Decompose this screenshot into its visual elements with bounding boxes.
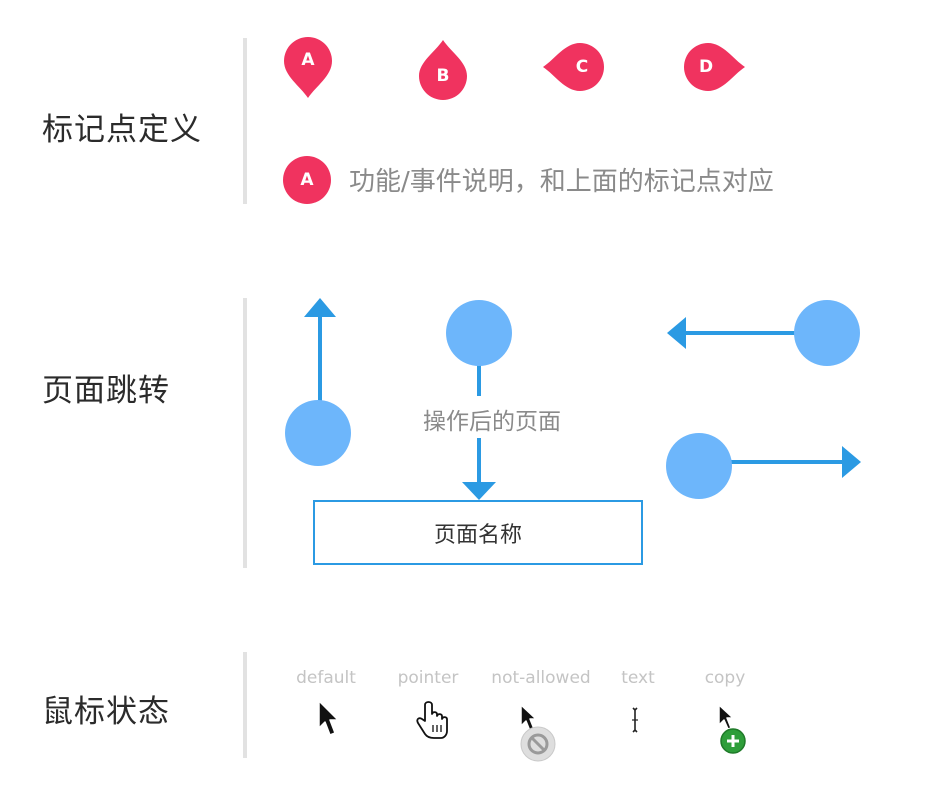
- cursor-label-copy: copy: [704, 668, 746, 688]
- not-allowed-cursor-icon: [520, 704, 556, 762]
- marker-a-shape: [284, 37, 332, 98]
- default-cursor-icon: [318, 700, 339, 736]
- marker-b-shape: [419, 40, 467, 100]
- cursor-label-text: text: [621, 668, 655, 688]
- description-marker-shape: [283, 156, 331, 204]
- after-operation-label: 操作后的页面: [423, 409, 561, 435]
- text-cursor-icon: [632, 707, 638, 733]
- page-name-box: 页面名称: [313, 500, 643, 565]
- marker-a-label: A: [301, 50, 315, 70]
- marker-c-shape: [543, 43, 604, 91]
- circle-lower-right: [666, 433, 732, 499]
- copy-cursor-icon: [718, 704, 746, 754]
- circle-top-center: [446, 300, 512, 366]
- divider-page-jump: [243, 298, 247, 568]
- section-title-mouse-state: 鼠标状态: [42, 694, 170, 730]
- divider-markers: [243, 38, 247, 204]
- cursor-label-default: default: [296, 668, 356, 688]
- marker-d-label: D: [698, 57, 714, 77]
- page-name-label: 页面名称: [433, 522, 522, 548]
- divider-mouse-state: [243, 652, 247, 758]
- arrow-right-head: [842, 446, 861, 478]
- description-marker-label: A: [300, 170, 314, 190]
- marker-d-shape: [684, 43, 745, 91]
- section-title-markers: 标记点定义: [42, 112, 202, 148]
- pointer-cursor-icon: [416, 701, 448, 739]
- circle-right: [794, 300, 860, 366]
- cursor-label-not-allowed: not-allowed: [491, 668, 591, 688]
- marker-c-label: C: [575, 57, 589, 77]
- marker-description: 功能/事件说明，和上面的标记点对应: [349, 167, 774, 197]
- arrow-down-head: [462, 482, 496, 500]
- arrow-left-head: [667, 317, 686, 349]
- section-title-page-jump: 页面跳转: [42, 373, 170, 409]
- marker-b-label: B: [436, 66, 450, 86]
- circle-lower-left: [285, 400, 351, 466]
- cursor-label-pointer: pointer: [397, 668, 459, 688]
- arrow-up-head: [304, 298, 336, 317]
